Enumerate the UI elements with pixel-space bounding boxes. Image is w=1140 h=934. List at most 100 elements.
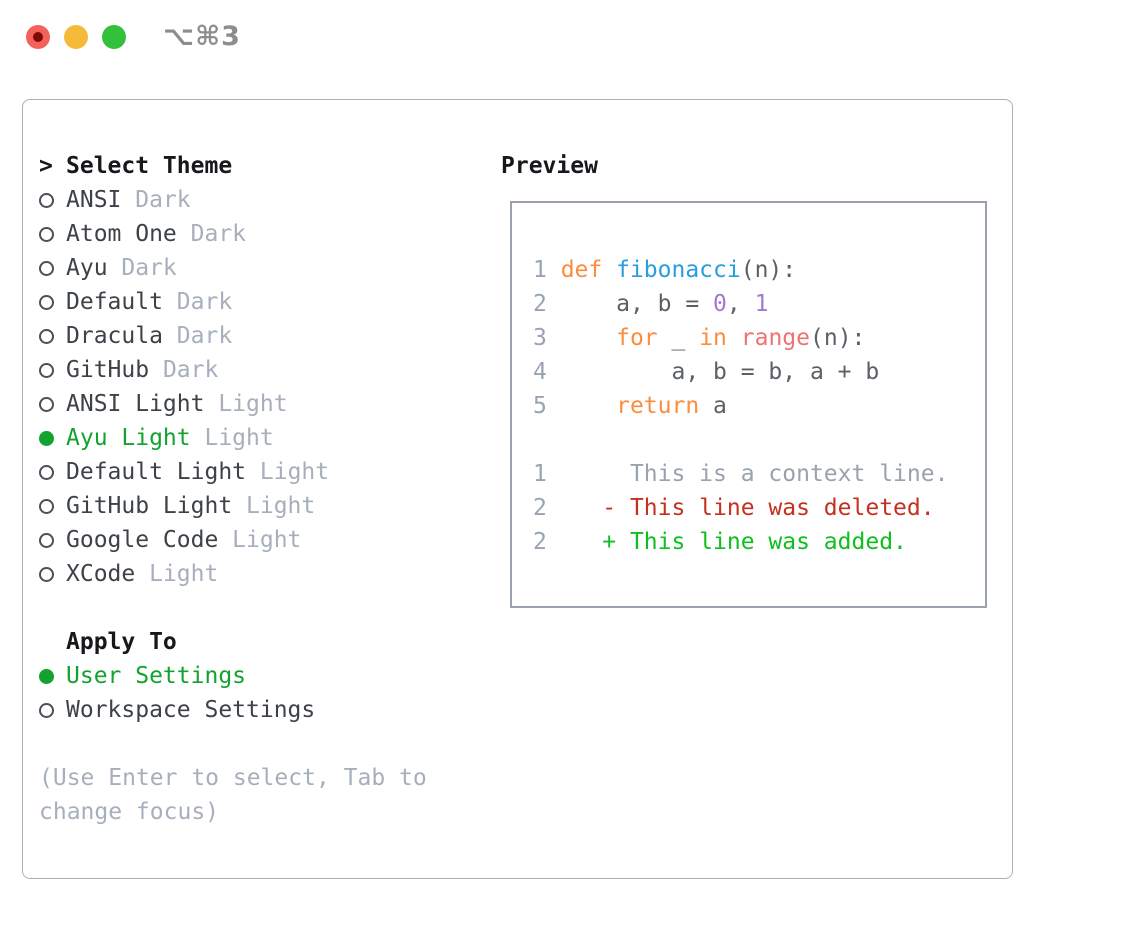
theme-option-default-light[interactable]: Default Light Light	[39, 455, 469, 489]
theme-selector-title: Select Theme	[66, 153, 233, 179]
line-number: 2	[533, 291, 561, 317]
line-number: 3	[533, 325, 561, 351]
theme-option-default[interactable]: Default Dark	[39, 285, 469, 319]
radio-icon	[39, 362, 54, 378]
theme-option-dracula[interactable]: Dracula Dark	[39, 319, 469, 353]
bullet-column	[39, 566, 66, 582]
code-segment-plain: (n):	[740, 257, 797, 283]
theme-variant: Dark	[135, 187, 191, 213]
theme-name: ANSI Light	[66, 391, 219, 417]
theme-option-github-light[interactable]: GitHub Light Light	[39, 489, 469, 523]
code-segment-keyword: in	[699, 325, 727, 351]
bullet-column	[39, 702, 66, 718]
theme-selector-header: > Select Theme	[39, 149, 469, 183]
code-line: 1 def fibonacci(n):	[533, 253, 985, 287]
theme-name: Ayu Light	[66, 425, 205, 451]
code-segment-keyword: return	[616, 393, 700, 419]
theme-option-xcode[interactable]: XCode Light	[39, 557, 469, 591]
code-segment-number: 1	[754, 291, 769, 317]
apply-to-header: Apply To	[39, 625, 469, 659]
radio-icon	[39, 532, 54, 548]
theme-name: Ayu	[66, 255, 122, 281]
radio-icon	[39, 498, 54, 514]
theme-variant: Light	[232, 527, 302, 553]
theme-option-ayu-light[interactable]: Ayu Light Light	[39, 421, 469, 455]
theme-name: Default Light	[66, 459, 260, 485]
apply-to-title: Apply To	[66, 629, 177, 655]
theme-option-ansi[interactable]: ANSI Dark	[39, 183, 469, 217]
line-number: 5	[533, 393, 561, 419]
code-segment-call: range	[740, 325, 810, 351]
apply-option-workspace-settings[interactable]: Workspace Settings	[39, 693, 469, 727]
radio-icon	[39, 328, 54, 344]
code-line: 4 a, b = b, a + b	[533, 355, 985, 389]
titlebar: ⌥⌘3	[0, 0, 1140, 74]
bullet-column	[39, 464, 66, 480]
apply-option-label: User Settings	[66, 663, 247, 689]
bullet-column	[39, 668, 66, 684]
code-segment-plain	[561, 393, 616, 419]
theme-name: GitHub Light	[66, 493, 247, 519]
theme-variant: Light	[246, 493, 316, 519]
line-number: 2	[533, 495, 561, 521]
code-segment-plain: a	[699, 393, 727, 419]
radio-icon	[39, 226, 54, 242]
minimize-button[interactable]	[64, 25, 88, 49]
help-text: (Use Enter to select, Tab to change focu…	[39, 765, 427, 825]
theme-name: Atom One	[66, 221, 191, 247]
theme-option-google-code[interactable]: Google Code Light	[39, 523, 469, 557]
code-segment-plain: a, b = b, a + b	[560, 359, 880, 385]
preview-title: Preview	[501, 153, 598, 179]
bullet-column	[39, 294, 66, 310]
prompt-icon: >	[39, 153, 53, 179]
radio-icon	[39, 294, 54, 310]
code-segment-plain	[727, 325, 741, 351]
code-line: 2 - This line was deleted.	[533, 491, 985, 525]
apply-option-label: Workspace Settings	[66, 697, 316, 723]
theme-option-atom-one[interactable]: Atom One Dark	[39, 217, 469, 251]
theme-variant: Dark	[176, 323, 233, 349]
apply-option-user-settings[interactable]: User Settings	[39, 659, 469, 693]
code-segment-added: + This line was added.	[560, 529, 907, 555]
theme-option-ansi-light[interactable]: ANSI Light Light	[39, 387, 469, 421]
line-number: 1	[533, 461, 561, 487]
zoom-button[interactable]	[102, 25, 126, 49]
theme-name: Dracula	[66, 323, 177, 349]
theme-name: Google Code	[66, 527, 233, 553]
code-line: 2 a, b = 0, 1	[533, 287, 985, 321]
radio-icon	[39, 702, 54, 718]
theme-option-github[interactable]: GitHub Dark	[39, 353, 469, 387]
bullet-column	[39, 498, 66, 514]
code-segment-plain	[561, 325, 616, 351]
keyboard-shortcut-label: ⌥⌘3	[163, 21, 241, 52]
code-segment-keyword: for	[616, 325, 658, 351]
theme-variant: Dark	[190, 221, 247, 247]
line-number: 1	[533, 257, 561, 283]
bullet-column	[39, 192, 66, 208]
code-line: 1 This is a context line.	[533, 457, 985, 491]
code-segment-context: This is a context line.	[560, 461, 949, 487]
theme-name: Default	[66, 289, 177, 315]
bullet-column	[39, 362, 66, 378]
theme-variant: Dark	[176, 289, 233, 315]
code-segment-plain: ,	[726, 291, 755, 317]
bullet-column	[39, 396, 66, 412]
radio-icon	[39, 566, 54, 582]
radio-icon	[39, 396, 54, 412]
radio-selected-icon	[39, 430, 54, 446]
bullet-column	[39, 260, 66, 276]
theme-option-ayu[interactable]: Ayu Dark	[39, 251, 469, 285]
bullet-column	[39, 430, 66, 446]
radio-icon	[39, 192, 54, 208]
radio-icon	[39, 464, 54, 480]
radio-icon	[39, 260, 54, 276]
close-button[interactable]	[26, 25, 50, 49]
theme-name: XCode	[66, 561, 150, 587]
